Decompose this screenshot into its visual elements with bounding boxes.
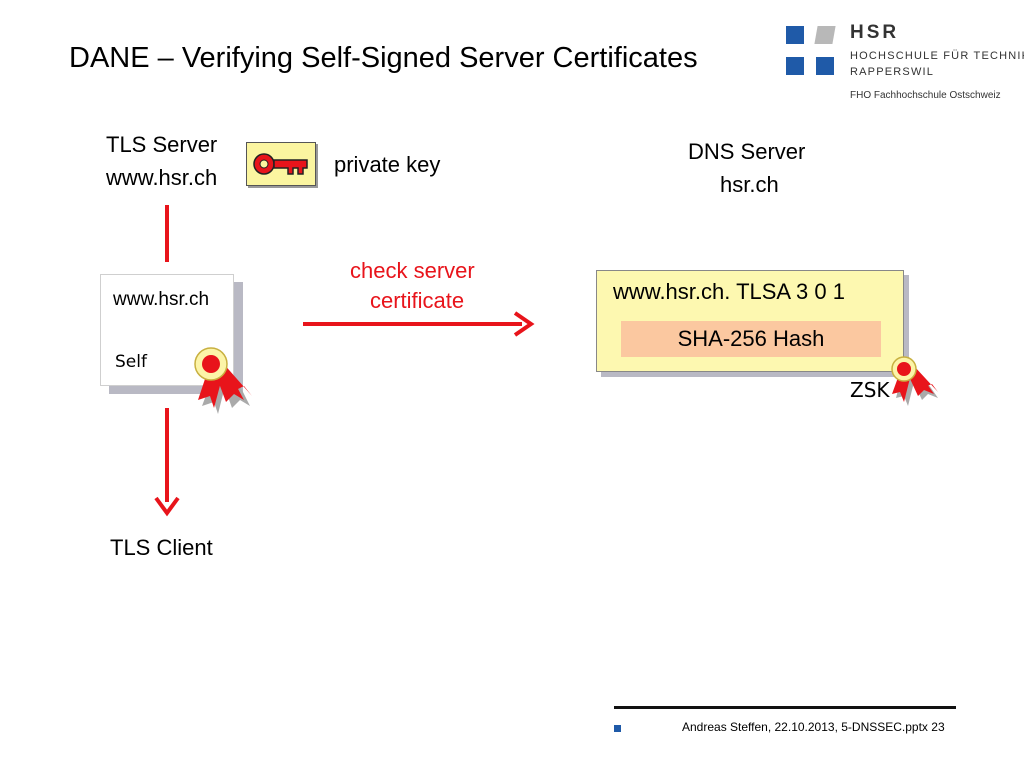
hash-label: SHA-256 Hash: [677, 326, 825, 351]
zsk-seal-icon: [891, 356, 938, 406]
footer-text: Andreas Steffen, 22.10.2013, 5-DNSSEC.pp…: [682, 720, 945, 734]
check-label-line1: check server: [350, 258, 475, 283]
certificate-signer: Self: [115, 352, 147, 372]
client-arrowhead: [154, 496, 180, 517]
logo-square: [816, 57, 834, 75]
tls-server-label: TLS Server: [106, 132, 218, 157]
page-title: DANE – Verifying Self-Signed Server Cert…: [69, 42, 698, 74]
hash-bar: SHA-256 Hash: [621, 321, 881, 357]
rosette-seal-icon: [194, 347, 252, 414]
footer-divider: [614, 706, 956, 709]
logo-square: [786, 57, 804, 75]
footer-bullet-icon: [614, 725, 621, 732]
certificate-host: www.hsr.ch: [113, 289, 210, 310]
check-arrowhead: [513, 311, 535, 337]
logo-name: HSR: [850, 22, 900, 43]
tlsa-record-box: www.hsr.ch. TLSA 3 0 1 SHA-256 Hash: [596, 270, 904, 372]
private-key-box: [246, 142, 316, 186]
dns-server-label: DNS Server: [688, 139, 806, 164]
logo-square: [786, 26, 804, 44]
tlsa-record: www.hsr.ch. TLSA 3 0 1: [613, 279, 845, 304]
logo-line1: HOCHSCHULE FÜR TECHNIK: [850, 50, 1024, 62]
logo-line3: FHO Fachhochschule Ostschweiz: [850, 90, 1001, 101]
self-signed-certificate: www.hsr.ch Self: [100, 274, 234, 386]
tls-server-host: www.hsr.ch: [106, 165, 218, 190]
hsr-logo: HSR HOCHSCHULE FÜR TECHNIK RAPPERSWIL FH…: [786, 22, 1024, 104]
tls-client-label: TLS Client: [110, 535, 213, 560]
zsk-label: ZSK: [850, 378, 890, 402]
key-icon: [253, 153, 308, 175]
logo-line2: RAPPERSWIL: [850, 66, 935, 78]
check-label-line2: certificate: [370, 288, 465, 313]
private-key-label: private key: [334, 152, 441, 177]
dns-zone-label: hsr.ch: [720, 172, 779, 197]
